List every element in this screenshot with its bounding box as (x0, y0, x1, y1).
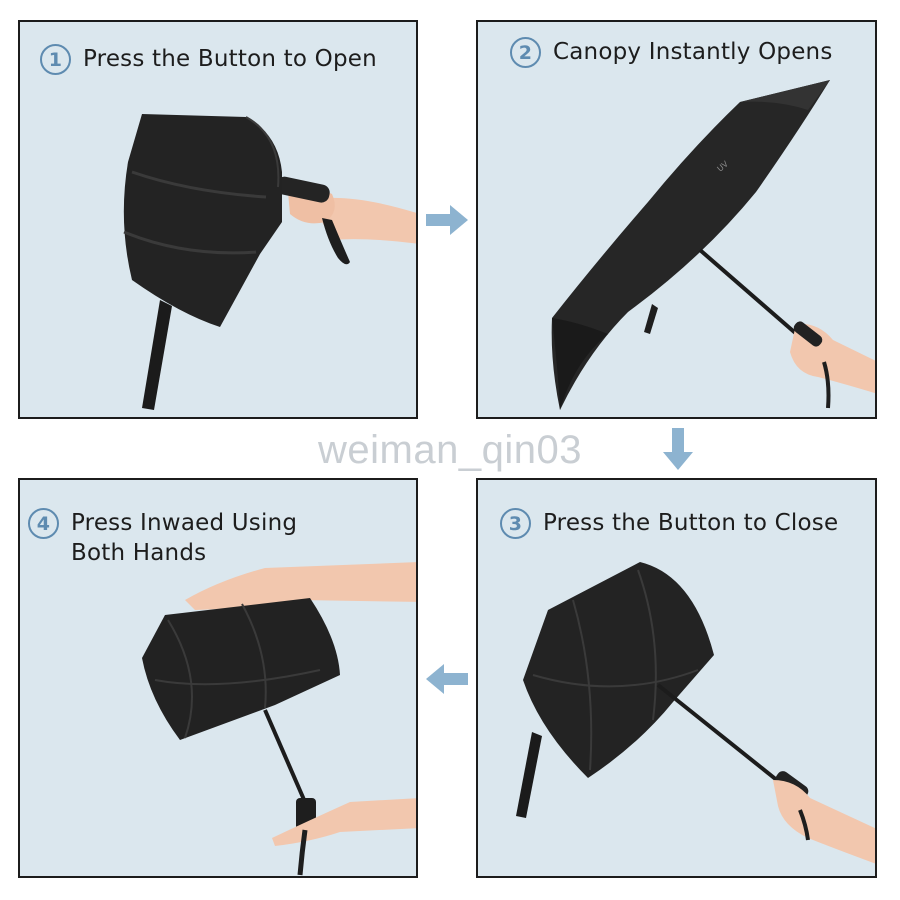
step-3-title: 3 Press the Button to Close (500, 508, 838, 539)
step-1-panel: 1 Press the Button to Open (18, 20, 418, 419)
arrow-left-icon (426, 664, 468, 694)
arrow-right-icon (426, 205, 468, 235)
step-2-label: Canopy Instantly Opens (553, 39, 833, 65)
step-3-number: 3 (500, 508, 531, 539)
half-closed-umbrella-image (516, 562, 875, 864)
step-1-label: Press the Button to Open (83, 46, 377, 72)
closing-umbrella-two-hands-image (142, 562, 416, 876)
step-2-title: 2 Canopy Instantly Opens (510, 37, 833, 68)
step-4-panel: 4 Press Inwaed Using Both Hands (18, 478, 418, 878)
step-4-label: Press Inwaed Using Both Hands (71, 510, 298, 566)
step-2-panel: 2 Canopy Instantly Opens UV (476, 20, 877, 419)
step-3-panel: 3 Press the Button to Close (476, 478, 877, 878)
watermark: weiman_qin03 (318, 428, 582, 472)
step-4-number: 4 (28, 508, 59, 539)
step-2-number: 2 (510, 37, 541, 68)
step-1-title: 1 Press the Button to Open (40, 44, 377, 75)
step-3-label: Press the Button to Close (543, 510, 839, 536)
open-umbrella-image: UV (551, 80, 875, 410)
step-4-title: 4 Press Inwaed Using Both Hands (28, 508, 297, 568)
folded-umbrella-in-hand-image (123, 114, 416, 410)
step-1-number: 1 (40, 44, 71, 75)
arrow-down-icon (663, 428, 693, 470)
